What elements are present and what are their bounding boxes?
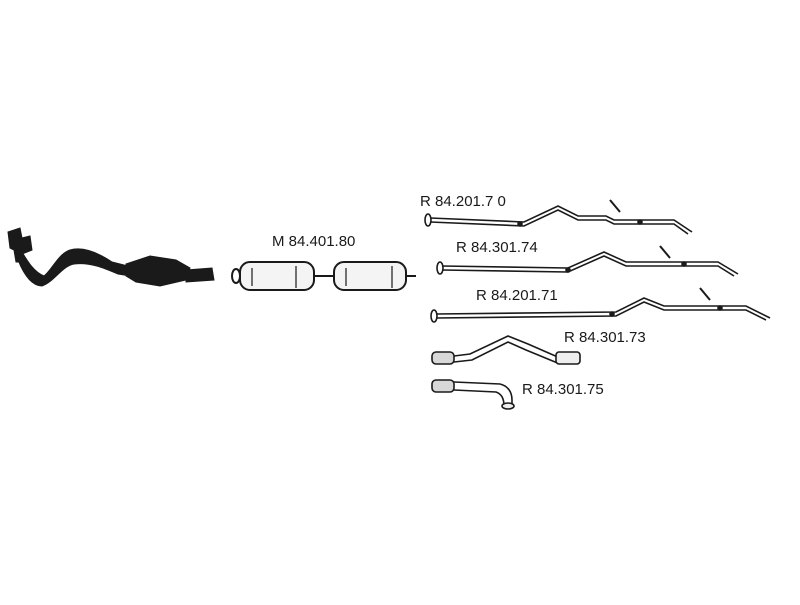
label-m84401-80: M 84.401.80 bbox=[272, 233, 356, 250]
label-r84301-74: R 84.301.74 bbox=[456, 239, 538, 256]
rear-pipe-r84201-71 bbox=[430, 287, 771, 323]
rear-pipe-r84301-73 bbox=[431, 335, 581, 365]
rear-pipe-r84301-74 bbox=[436, 245, 739, 277]
label-r84301-75: R 84.301.75 bbox=[522, 381, 604, 398]
catalytic-converter bbox=[7, 227, 215, 287]
label-r84201-70: R 84.201.7 0 bbox=[420, 193, 506, 210]
middle-muffler bbox=[231, 261, 416, 291]
label-r84301-73: R 84.301.73 bbox=[564, 329, 646, 346]
label-r84201-71: R 84.201.71 bbox=[476, 287, 558, 304]
rear-pipe-r84301-75 bbox=[431, 379, 515, 410]
rear-pipe-r84201-70 bbox=[424, 199, 693, 235]
